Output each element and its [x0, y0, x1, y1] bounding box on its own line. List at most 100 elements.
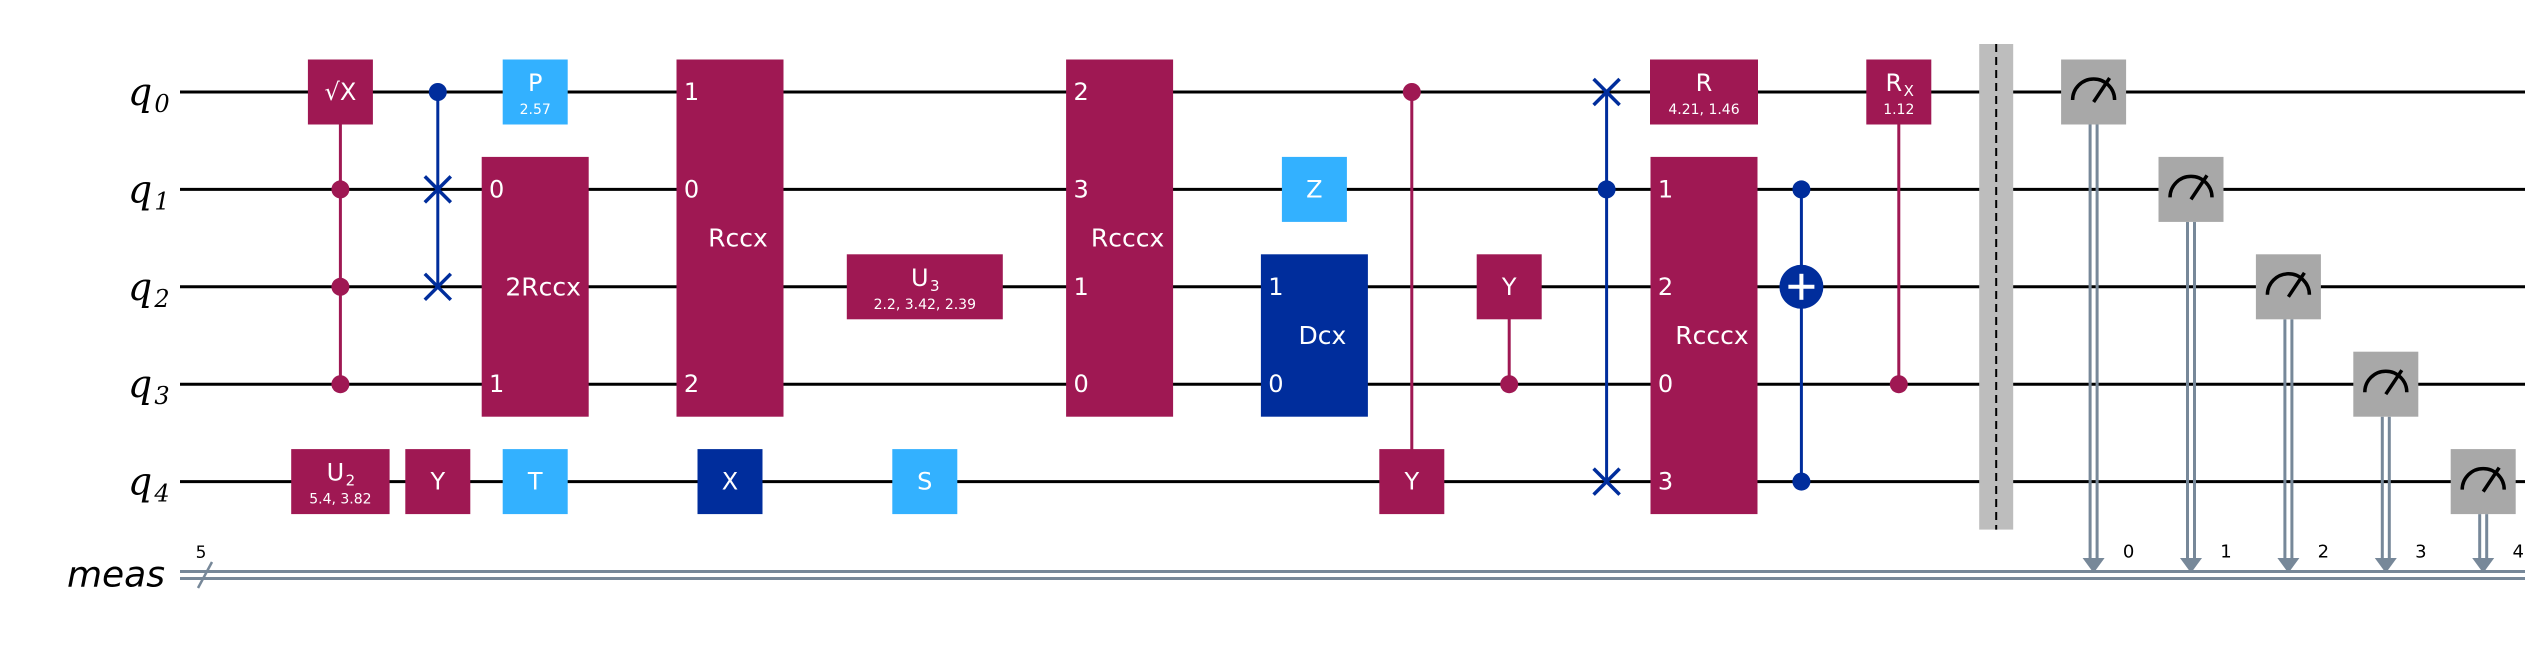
gate-x: X: [697, 449, 763, 515]
gate-box: [291, 449, 390, 515]
gate-y-q2: Y: [1476, 254, 1542, 320]
gate-params: 4.21, 1.46: [1668, 102, 1739, 118]
gate-label: Rcccx: [1675, 321, 1748, 350]
gate-label: Rcccx: [1091, 224, 1164, 253]
gate-t: T: [502, 449, 568, 515]
swap-cross-icon: [1592, 467, 1621, 496]
gate-box: [307, 59, 373, 125]
classical-bundle-width: 5: [196, 543, 207, 563]
meter-icon: [2363, 369, 2409, 396]
control-dot: [1792, 180, 1811, 199]
gate-label: Dcx: [1299, 321, 1347, 350]
control-dot: [1500, 375, 1519, 394]
gate-dcx: 1 0 Dcx: [1260, 254, 1368, 417]
swap-cross-icon: [423, 272, 453, 302]
control-dot: [428, 83, 447, 101]
measure-gate: [2061, 59, 2127, 125]
measure-arrow: [2277, 558, 2300, 573]
gate-box: [1650, 59, 1758, 125]
gate-label: Y: [1403, 468, 1419, 496]
meter-icon: [2460, 466, 2506, 493]
meter-icon: [2070, 77, 2117, 103]
qubit-label-index: 1: [154, 187, 169, 215]
gate-pin-label: 0: [489, 175, 504, 203]
gate-label: R: [1696, 69, 1713, 97]
gate-box: [1866, 59, 1932, 125]
gate-label: S: [917, 468, 932, 496]
classical-bit-index: 0: [2123, 542, 2134, 563]
gate-z: Z: [1281, 156, 1347, 222]
gate-pin-label: 1: [1073, 273, 1088, 301]
gate-box: [1281, 156, 1347, 222]
gate-rccx-a: 0 1 2Rccx: [481, 156, 589, 417]
measure-arrow: [2374, 558, 2397, 573]
qubit-label-letter: q: [128, 70, 152, 114]
gate-params: 2.57: [520, 102, 551, 118]
measure-gate: [2353, 351, 2419, 417]
gate-box: [1379, 449, 1445, 515]
gate-pin-label: 2: [684, 370, 699, 398]
qubit-label-index: 4: [153, 480, 169, 508]
gate-y-q4-b: Y: [1379, 449, 1445, 515]
meter-icon: [2265, 271, 2312, 298]
gate-sx: √X: [307, 59, 373, 125]
gate-p: P2.57: [502, 59, 568, 125]
gate-box: [697, 449, 763, 515]
measure-arrow: [2472, 558, 2495, 573]
gate-box: [2061, 59, 2127, 125]
classical-bit-index: 3: [2415, 542, 2426, 563]
gate-label-subscript: 2: [346, 472, 356, 490]
gate-pin-label: 1: [1658, 175, 1673, 203]
classical-bit-index: 4: [2512, 542, 2523, 563]
gate-box: [502, 449, 568, 515]
gate-label: U: [327, 459, 345, 487]
gate-box: [1476, 254, 1542, 320]
gate-r: R 4.21, 1.46: [1650, 59, 1758, 125]
gate-params: 5.4, 3.82: [309, 492, 371, 508]
gate-box: [2353, 351, 2419, 417]
qubit-label-letter: q: [128, 167, 152, 211]
barrier: [1979, 44, 2014, 530]
classical-bundle-slash: [196, 561, 214, 589]
qubit-label-index: 2: [153, 285, 169, 313]
connectors-layer: 0 1 2 3 4: [338, 92, 2524, 573]
gate-label: 2Rccx: [505, 272, 581, 301]
classical-bit-index: 1: [2220, 542, 2231, 563]
gate-box: [1650, 156, 1758, 515]
gate-box: [2255, 254, 2321, 320]
gate-box: [405, 449, 471, 515]
gate-label: U: [911, 264, 929, 292]
gate-box: [2158, 156, 2224, 222]
qubit-label-letter: q: [128, 362, 152, 406]
classical-register-label: meas: [67, 555, 165, 596]
control-dot: [1597, 180, 1616, 199]
swap-cross-icon: [1592, 77, 1621, 107]
control-dot: [331, 375, 350, 394]
gate-pin-label: 2: [1073, 78, 1088, 106]
gate-pin-label: 1: [489, 370, 504, 398]
gate-box: [1066, 59, 1174, 417]
meter-icon: [2168, 174, 2214, 201]
gate-label: X: [722, 468, 738, 496]
gate-pin-label: 0: [1268, 370, 1283, 398]
swap-cross-icon: [423, 175, 453, 204]
control-dot: [1402, 83, 1421, 101]
gate-box: [676, 59, 784, 417]
gate-label: Y: [429, 468, 445, 496]
gate-pin-label: 1: [1268, 273, 1283, 301]
control-dot: [331, 277, 350, 296]
measure-gate: [2450, 449, 2516, 515]
gate-box: [892, 449, 958, 515]
gate-params: 2.2, 3.42, 2.39: [874, 297, 976, 313]
